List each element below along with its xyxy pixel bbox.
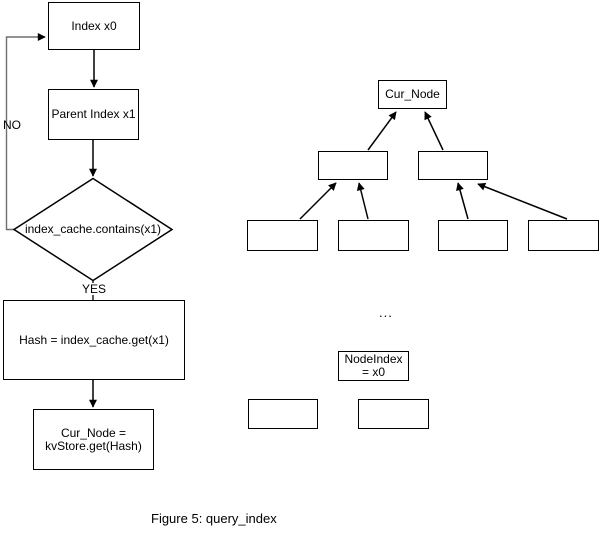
detached-box-right: [358, 399, 429, 429]
yes-label: YES: [81, 282, 108, 296]
tree-mid-left-box: [318, 151, 388, 180]
arrow-leaf3-to-midright: [456, 182, 469, 220]
decision-diamond: [12, 177, 174, 282]
flow-box-curnode-assign-line1: Cur_Node =: [60, 425, 127, 440]
flow-box-index-x0: Index x0: [48, 2, 140, 50]
arrow-midleft-to-root: [367, 111, 397, 151]
flow-box-index-x0-label: Index x0: [71, 18, 117, 33]
tree-leaf-box-4: [528, 220, 599, 251]
arrow-midright-to-root: [424, 111, 444, 151]
ellipsis-label: ...: [379, 305, 393, 320]
tree-leaf-box-2: [338, 220, 409, 251]
tree-root-label: Cur_Node: [385, 87, 440, 101]
detached-box-left: [248, 399, 318, 429]
arrow-leaf4-to-midright: [477, 182, 568, 220]
arrow-leaf2-to-midleft: [356, 182, 369, 220]
decision-label: index_cache.contains(x1): [24, 222, 162, 236]
no-loop-arrow: [5, 33, 46, 231]
nodeindex-line2: = x0: [361, 365, 385, 379]
figure-caption: Figure 5: query_index: [151, 511, 277, 526]
tree-root-box: Cur_Node: [378, 80, 447, 109]
tree-mid-right-box: [418, 151, 488, 180]
nodeindex-box: NodeIndex = x0: [338, 351, 409, 381]
tree-leaf-box-3: [438, 220, 508, 251]
flow-box-curnode-assign-line2: kvStore.get(Hash): [45, 438, 142, 453]
tree-leaf-box-1: [247, 220, 318, 251]
flow-box-curnode-assign: Cur_Node = kvStore.get(Hash): [33, 409, 154, 470]
arrow-leaf1-to-midleft: [299, 182, 337, 220]
flow-box-parent-index-x1-label: Parent Index x1: [51, 107, 136, 121]
flow-box-hash-get: Hash = index_cache.get(x1): [3, 300, 185, 380]
no-label: NO: [3, 118, 21, 132]
flow-box-parent-index-x1: Parent Index x1: [48, 89, 139, 140]
flow-box-hash-get-label: Hash = index_cache.get(x1): [19, 332, 169, 347]
nodeindex-line1: NodeIndex: [344, 352, 403, 366]
